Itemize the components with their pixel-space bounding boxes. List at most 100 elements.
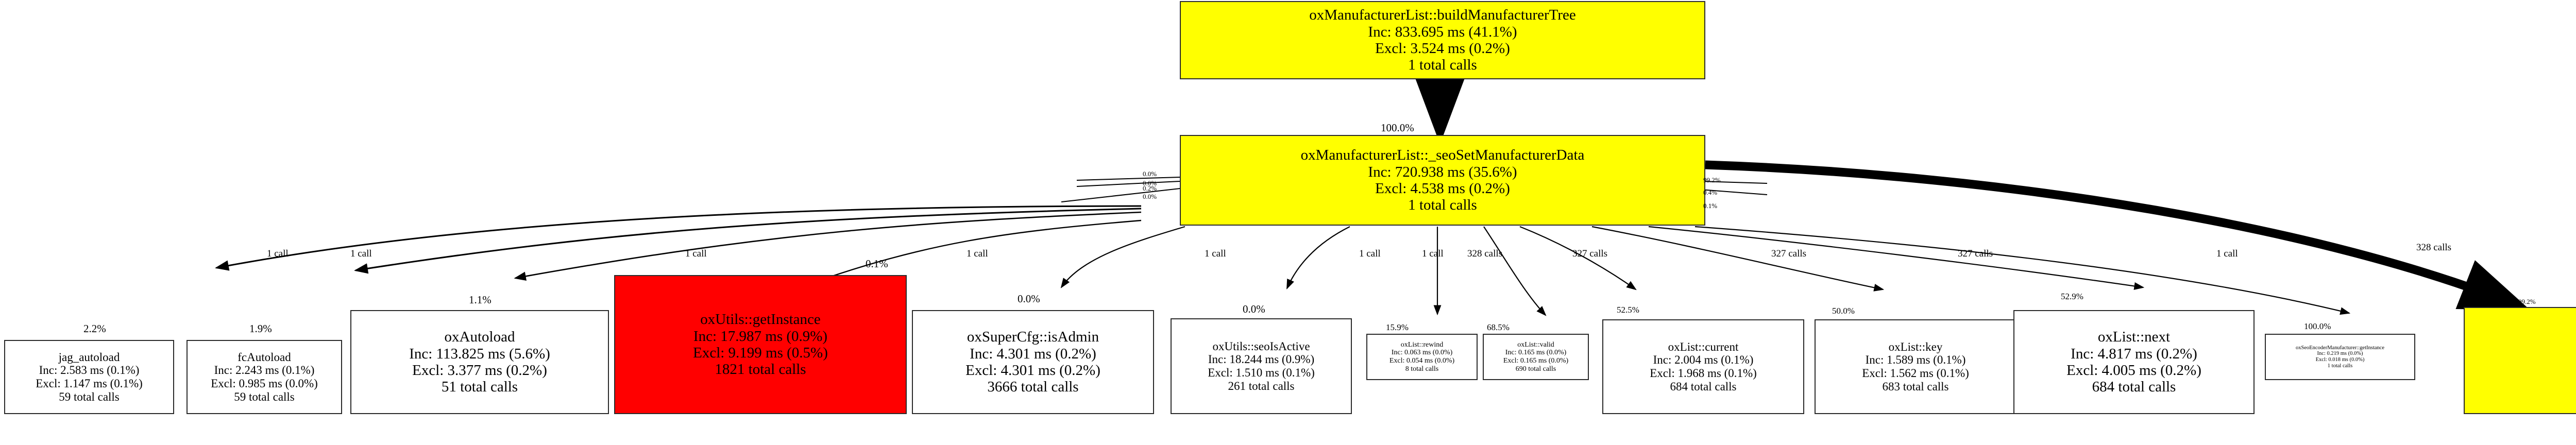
edge-label-pct-oxList-valid: 68.5% (1487, 322, 1510, 332)
edge-label-calls-oxUtils-seoIsActive: 1 call (1359, 248, 1381, 259)
node-inclusive: Inc: 4.301 ms (0.2%) (970, 345, 1096, 362)
edge-label-calls-getManufacturerUrl: 328 calls (2416, 242, 2452, 253)
edge-label-calls-oxAutoload: 1 call (685, 248, 707, 259)
node-oxList-rewind[interactable]: oxList::rewind Inc: 0.063 ms (0.0%) Excl… (1366, 334, 1478, 380)
edge-label-calls-fcAutoload: 1 call (350, 248, 372, 259)
node-calls: 684 total calls (2092, 379, 2176, 396)
node-inclusive: Inc: 2.243 ms (0.1%) (214, 364, 315, 377)
node-inclusive: Inc: 0.063 ms (0.0%) (1391, 349, 1453, 357)
node-calls: 51 total calls (441, 379, 518, 396)
node-exclusive: Excl: 0.054 ms (0.0%) (1389, 357, 1455, 365)
edge-label-calls-oxUtils-getInstance: 1 call (967, 248, 988, 259)
edge-label-calls-oxList-next: 327 calls (1958, 248, 1993, 259)
edge-label-calls-oxList-key: 327 calls (1771, 248, 1807, 259)
node-exclusive: Excl: 4.005 ms (0.2%) (2066, 362, 2201, 379)
node-inclusive: Inc: 833.695 ms (41.1%) (1368, 23, 1517, 40)
node-title: oxAutoload (444, 329, 515, 346)
edge-label-pct-oxList-current: 52.5% (1617, 305, 1639, 315)
node-fcAutoload[interactable]: fcAutoload Inc: 2.243 ms (0.1%) Excl: 0.… (187, 340, 342, 414)
edge-label-pct-oxList-key: 50.0% (1832, 306, 1855, 316)
node-exclusive: Excl: 0.985 ms (0.0%) (211, 377, 318, 390)
node-calls: 1 total calls (1408, 57, 1477, 74)
edge-label-calls-jag_autoload: 1 call (267, 248, 289, 259)
node-exclusive: Excl: 0.018 ms (0.0%) (2315, 357, 2365, 363)
node-oxAutoload[interactable]: oxAutoload Inc: 113.825 ms (5.6%) Excl: … (350, 310, 609, 414)
edge-label-side-r3: 0.1% (1703, 202, 1718, 210)
node-oxList-valid[interactable]: oxList::valid Inc: 0.165 ms (0.0%) Excl:… (1483, 334, 1589, 380)
edge-label-pct-getInstance-seo: 100.0% (2304, 321, 2331, 331)
edge-label-side-l1: 0.0% (1143, 170, 1157, 178)
node-calls: 690 total calls (1515, 365, 1556, 373)
node-oxSeoEncoderManufacturer-getManufacturerUrl[interactable]: oxSeoEncoderManufacturer::getManufacture… (2464, 307, 2576, 414)
node-inclusive: Inc: 2.004 ms (0.1%) (1653, 353, 1754, 367)
node-title: oxManufacturerList::_seoSetManufacturerD… (1300, 147, 1585, 164)
node-oxUtils-getInstance[interactable]: oxUtils::getInstance Inc: 17.987 ms (0.9… (614, 275, 907, 414)
node-calls: 261 total calls (1228, 379, 1295, 392)
node-inclusive: Inc: 1.589 ms (0.1%) (1865, 353, 1966, 367)
node-oxList-current[interactable]: oxList::current Inc: 2.004 ms (0.1%) Exc… (1602, 319, 1804, 414)
node-calls: 1821 total calls (715, 361, 806, 378)
node-seoSetManufacturerData[interactable]: oxManufacturerList::_seoSetManufacturerD… (1180, 135, 1705, 226)
node-oxUtils-seoIsActive[interactable]: oxUtils::seoIsActive Inc: 18.244 ms (0.9… (1171, 318, 1352, 414)
edge-label-calls-oxSuperCfg-isAdmin: 1 call (1205, 248, 1226, 259)
edge-label-calls-oxList-rewind: 1 call (1422, 248, 1444, 259)
node-inclusive: Inc: 4.817 ms (0.2%) (2071, 345, 2197, 362)
edge-label-pct-getManufacturerUrl: 99.2% (2518, 298, 2536, 305)
node-oxSuperCfg-isAdmin[interactable]: oxSuperCfg::isAdmin Inc: 4.301 ms (0.2%)… (912, 310, 1154, 414)
edge-label-pct-oxList-next: 52.9% (2061, 292, 2083, 301)
node-jag_autoload[interactable]: jag_autoload Inc: 2.583 ms (0.1%) Excl: … (4, 340, 174, 414)
node-inclusive: Inc: 0.165 ms (0.0%) (1505, 349, 1567, 357)
node-exclusive: Excl: 3.524 ms (0.2%) (1375, 40, 1510, 57)
edge-label-calls-oxList-current: 327 calls (1572, 248, 1608, 259)
edge-label-pct-oxUtils-getInstance: 0.1% (866, 258, 888, 270)
edge-label-pct-root: 100.0% (1381, 122, 1414, 134)
edge-label-calls-root: 1 call (1443, 82, 1460, 91)
edge-label-pct-jag_autoload: 2.2% (83, 322, 106, 335)
node-exclusive: Excl: 3.377 ms (0.2%) (412, 362, 547, 379)
edge-label-side-l4: 0.0% (1143, 193, 1157, 200)
node-title: oxList::valid (1517, 340, 1554, 349)
node-title: oxList::current (1668, 340, 1739, 353)
node-title: oxList::key (1888, 340, 1943, 353)
node-title: oxSuperCfg::isAdmin (967, 329, 1099, 346)
node-exclusive: Excl: 1.968 ms (0.1%) (1650, 367, 1757, 380)
node-inclusive: Inc: 113.825 ms (5.6%) (409, 345, 550, 362)
edge-label-side-r1: 99.2% (1703, 176, 1721, 184)
edge-label-pct-oxAutoload: 1.1% (469, 294, 492, 306)
node-title: oxList::next (2097, 329, 2171, 346)
node-exclusive: Excl: 1.147 ms (0.1%) (36, 377, 143, 390)
node-calls: 1 total calls (2327, 363, 2353, 369)
node-inclusive: Inc: 2.583 ms (0.1%) (39, 364, 140, 377)
edge-label-pct-oxSuperCfg-isAdmin: 0.0% (1018, 293, 1040, 305)
node-calls: 683 total calls (1882, 380, 1949, 393)
edge-label-pct-oxList-rewind: 15.9% (1386, 322, 1409, 332)
node-inclusive: Inc: 0.219 ms (0.0%) (2317, 351, 2363, 357)
node-buildManufacturerTree[interactable]: oxManufacturerList::buildManufacturerTre… (1180, 1, 1705, 79)
node-title: jag_autoload (58, 350, 120, 364)
node-title: oxSeoEncoderManufacturer::getInstance (2295, 345, 2384, 351)
node-inclusive: Inc: 720.938 ms (35.6%) (1368, 163, 1517, 180)
node-calls: 684 total calls (1670, 380, 1737, 393)
edge-label-side-l3: 0.2% (1143, 184, 1157, 192)
node-inclusive: Inc: 18.244 ms (0.9%) (1208, 353, 1315, 366)
node-oxList-key[interactable]: oxList::key Inc: 1.589 ms (0.1%) Excl: 1… (1815, 319, 2016, 414)
edge-label-calls-oxList-valid: 328 calls (1467, 248, 1503, 259)
node-calls: 3666 total calls (987, 379, 1079, 396)
node-exclusive: Excl: 0.165 ms (0.0%) (1503, 357, 1569, 365)
node-exclusive: Excl: 4.538 ms (0.2%) (1375, 180, 1510, 197)
node-title: oxList::rewind (1400, 340, 1444, 349)
node-oxList-next[interactable]: oxList::next Inc: 4.817 ms (0.2%) Excl: … (2013, 310, 2255, 414)
node-title: fcAutoload (238, 350, 291, 364)
node-exclusive: Excl: 1.562 ms (0.1%) (1862, 367, 1969, 380)
edge-label-pct-oxUtils-seoIsActive: 0.0% (1243, 303, 1265, 315)
node-inclusive: Inc: 17.987 ms (0.9%) (693, 328, 828, 345)
node-oxSeoEncoderManufacturer-getInstance[interactable]: oxSeoEncoderManufacturer::getInstance In… (2265, 334, 2415, 380)
node-exclusive: Excl: 9.199 ms (0.5%) (693, 345, 828, 361)
node-calls: 59 total calls (234, 390, 295, 403)
edge-label-side-r2: 0.4% (1703, 189, 1718, 196)
edge-label-calls-getInstance-seo: 1 call (2216, 248, 2238, 259)
node-calls: 8 total calls (1405, 365, 1439, 373)
edge-label-side-l2: 0.0% (1143, 179, 1157, 187)
edge-label-pct-fcAutoload: 1.9% (249, 322, 272, 335)
node-calls: 59 total calls (59, 390, 120, 403)
